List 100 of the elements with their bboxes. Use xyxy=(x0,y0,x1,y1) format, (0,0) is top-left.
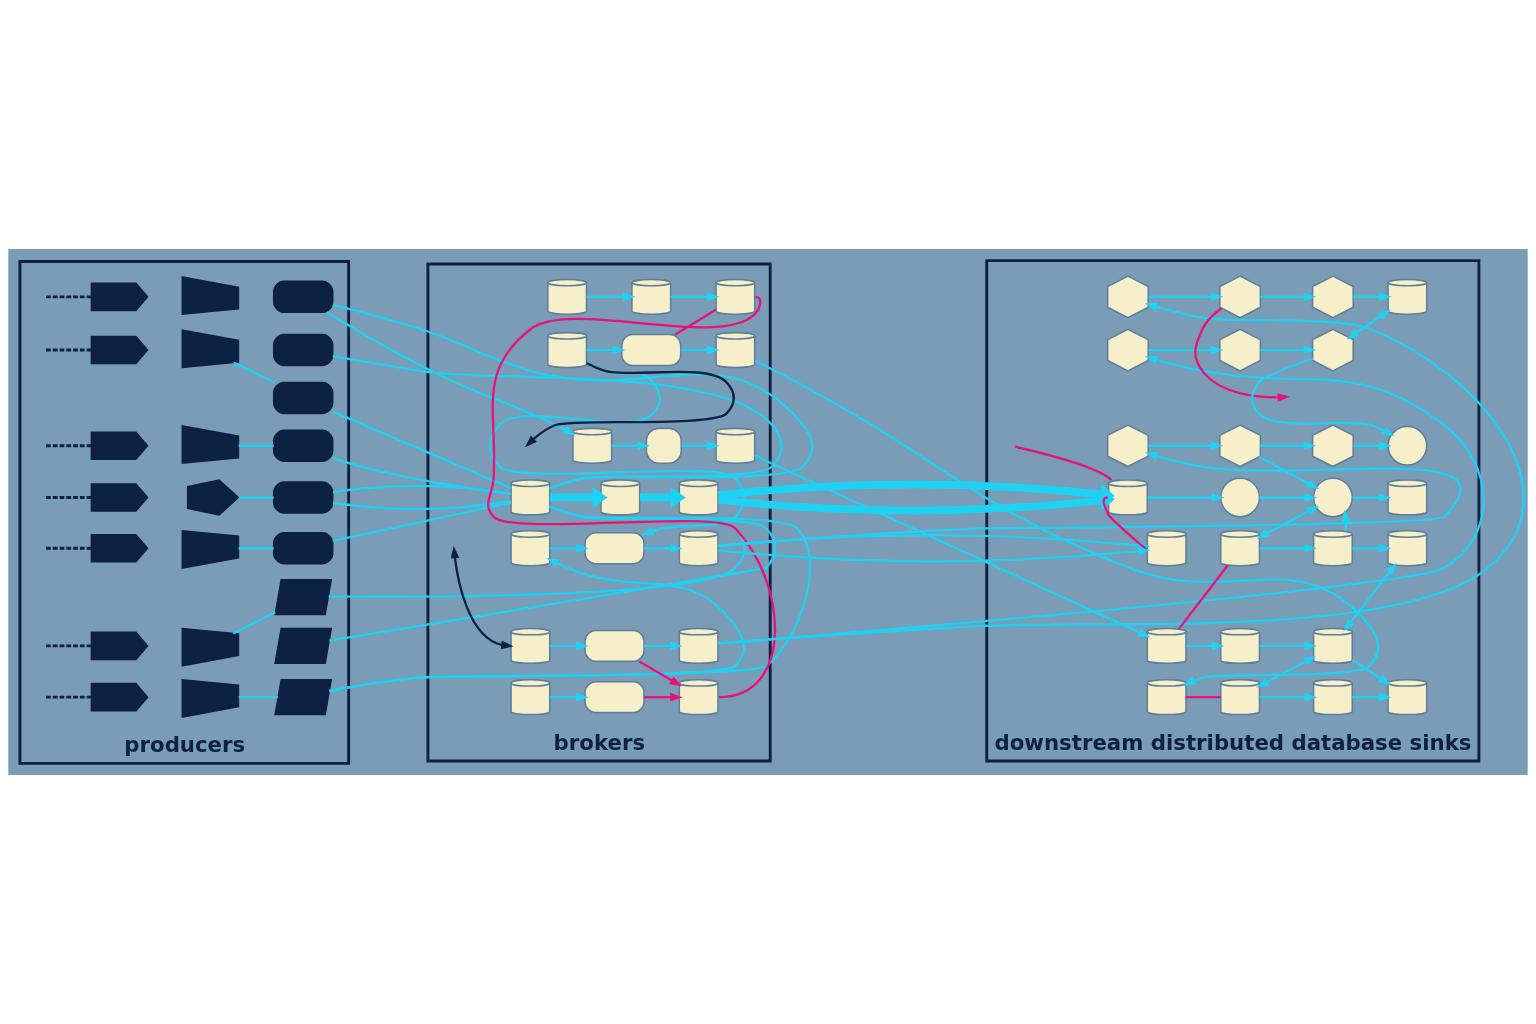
arrow xyxy=(1259,641,1317,651)
arrow xyxy=(718,451,1461,547)
arrow xyxy=(1186,641,1225,651)
connector xyxy=(46,496,92,499)
arrow xyxy=(680,345,720,355)
connector xyxy=(674,308,717,336)
node-pentagon xyxy=(186,479,240,516)
connector xyxy=(238,696,278,699)
arrow xyxy=(1351,658,1391,686)
arrow xyxy=(1352,493,1392,502)
arrow xyxy=(1147,493,1225,502)
node-chevron xyxy=(90,483,149,512)
arrow xyxy=(1259,692,1317,702)
node-box xyxy=(272,481,334,514)
node-chevron xyxy=(90,533,149,563)
node-hexagon xyxy=(1311,275,1354,319)
node-chevron xyxy=(90,431,149,461)
node-chevron xyxy=(90,682,149,712)
node-box xyxy=(272,532,334,565)
arrow xyxy=(549,641,589,651)
arrow xyxy=(524,361,735,448)
connector xyxy=(46,546,92,550)
node-trapezoid xyxy=(274,578,333,616)
arrow xyxy=(450,545,514,650)
node-circle xyxy=(1312,477,1354,518)
connector xyxy=(332,355,783,490)
node-chevron xyxy=(90,335,149,365)
node-box xyxy=(584,629,645,663)
connector xyxy=(332,303,814,490)
connector xyxy=(1178,564,1229,630)
connector xyxy=(332,410,512,490)
node-hexagon xyxy=(1219,424,1262,468)
node-box xyxy=(584,532,645,565)
connector xyxy=(329,505,777,642)
arrow xyxy=(1251,357,1395,437)
connector xyxy=(1014,445,1113,481)
node-chevron xyxy=(90,631,149,661)
arrow xyxy=(329,557,745,693)
node-trapezoid xyxy=(274,627,333,665)
cluster: brokers xyxy=(426,262,772,763)
arrow xyxy=(718,302,1525,645)
arrow xyxy=(1346,309,1391,340)
connector xyxy=(46,644,92,648)
cluster: producers xyxy=(18,260,351,765)
arrow xyxy=(717,355,1485,645)
arrow xyxy=(644,641,683,651)
arrow xyxy=(639,487,686,508)
node-trapezoid xyxy=(181,276,240,316)
arrow xyxy=(1352,543,1392,553)
connector xyxy=(46,295,92,299)
connector xyxy=(1186,696,1221,699)
node-trapezoid xyxy=(181,329,240,369)
arrow xyxy=(1259,493,1317,502)
arrow xyxy=(638,660,683,687)
arrow xyxy=(1343,562,1397,632)
connector xyxy=(332,484,511,511)
node-circle xyxy=(1220,477,1261,518)
connector xyxy=(329,505,811,693)
connector xyxy=(46,695,92,699)
arrow xyxy=(1353,292,1392,302)
arrow xyxy=(681,441,720,451)
arrow xyxy=(1353,441,1392,451)
connector xyxy=(238,444,274,447)
arrow xyxy=(754,359,1380,686)
node-chevron xyxy=(90,282,149,312)
connector xyxy=(46,348,92,352)
node-box xyxy=(584,680,645,714)
connector xyxy=(232,611,276,635)
node-hexagon xyxy=(1311,424,1354,468)
node-hexagon xyxy=(1219,275,1262,319)
arrow xyxy=(1148,345,1224,355)
arrow xyxy=(1260,441,1317,451)
arrow xyxy=(611,441,650,451)
node-square xyxy=(645,427,682,464)
node-trapezoid xyxy=(274,679,333,716)
arrow xyxy=(1256,505,1319,539)
arrow xyxy=(1259,543,1317,553)
node-hexagon xyxy=(1106,275,1149,319)
connector xyxy=(238,547,274,550)
connector xyxy=(238,496,274,499)
node-box xyxy=(621,333,682,367)
arrow xyxy=(644,692,683,702)
arrow xyxy=(1258,456,1320,490)
arrow xyxy=(488,361,746,536)
arrow xyxy=(550,487,608,508)
arrow xyxy=(1352,692,1392,702)
node-trapezoid xyxy=(181,530,240,569)
arrow xyxy=(549,543,589,553)
node-trapezoid xyxy=(181,627,240,667)
node-trapezoid xyxy=(181,678,240,718)
node-hexagon xyxy=(1106,424,1149,468)
arrow xyxy=(644,543,683,553)
connector xyxy=(233,361,275,384)
arrow xyxy=(1260,345,1317,355)
node-box xyxy=(272,429,334,462)
node-box xyxy=(272,333,334,367)
connector xyxy=(1102,496,1147,550)
arrow xyxy=(586,292,636,302)
node-box xyxy=(272,381,334,415)
node-circle xyxy=(1387,425,1428,466)
